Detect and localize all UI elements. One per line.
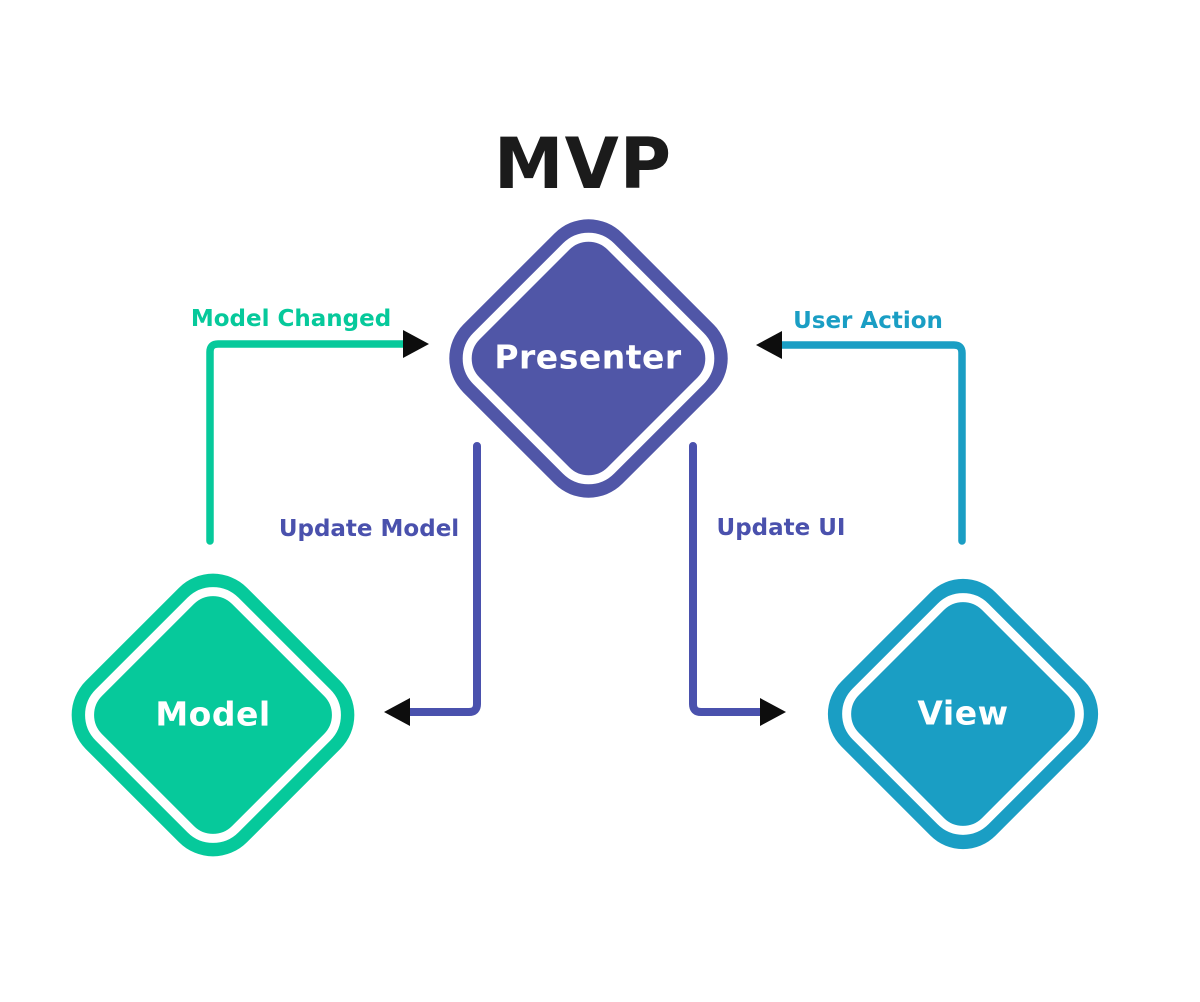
model-changed-arrow-line bbox=[206, 340, 408, 545]
model-changed-arrowhead bbox=[403, 330, 429, 358]
update-model-edge-label: Update Model bbox=[278, 516, 460, 542]
update-model-arrow-line bbox=[405, 442, 481, 716]
update-ui-edge-label: Update UI bbox=[716, 515, 846, 541]
update-model-arrowhead bbox=[384, 698, 410, 726]
update-ui-arrow-line bbox=[689, 442, 765, 716]
user-action-arrow-line bbox=[777, 341, 966, 545]
update-ui-arrowhead bbox=[760, 698, 786, 726]
presenter-label: Presenter bbox=[494, 337, 682, 377]
view-label: View bbox=[917, 693, 1009, 733]
model-label: Model bbox=[155, 694, 271, 734]
user-action-edge-label: User Action bbox=[793, 308, 943, 334]
user-action-arrowhead bbox=[756, 331, 782, 359]
model-changed-edge-label: Model Changed bbox=[190, 306, 392, 332]
diagram-title: MVP bbox=[493, 122, 673, 205]
